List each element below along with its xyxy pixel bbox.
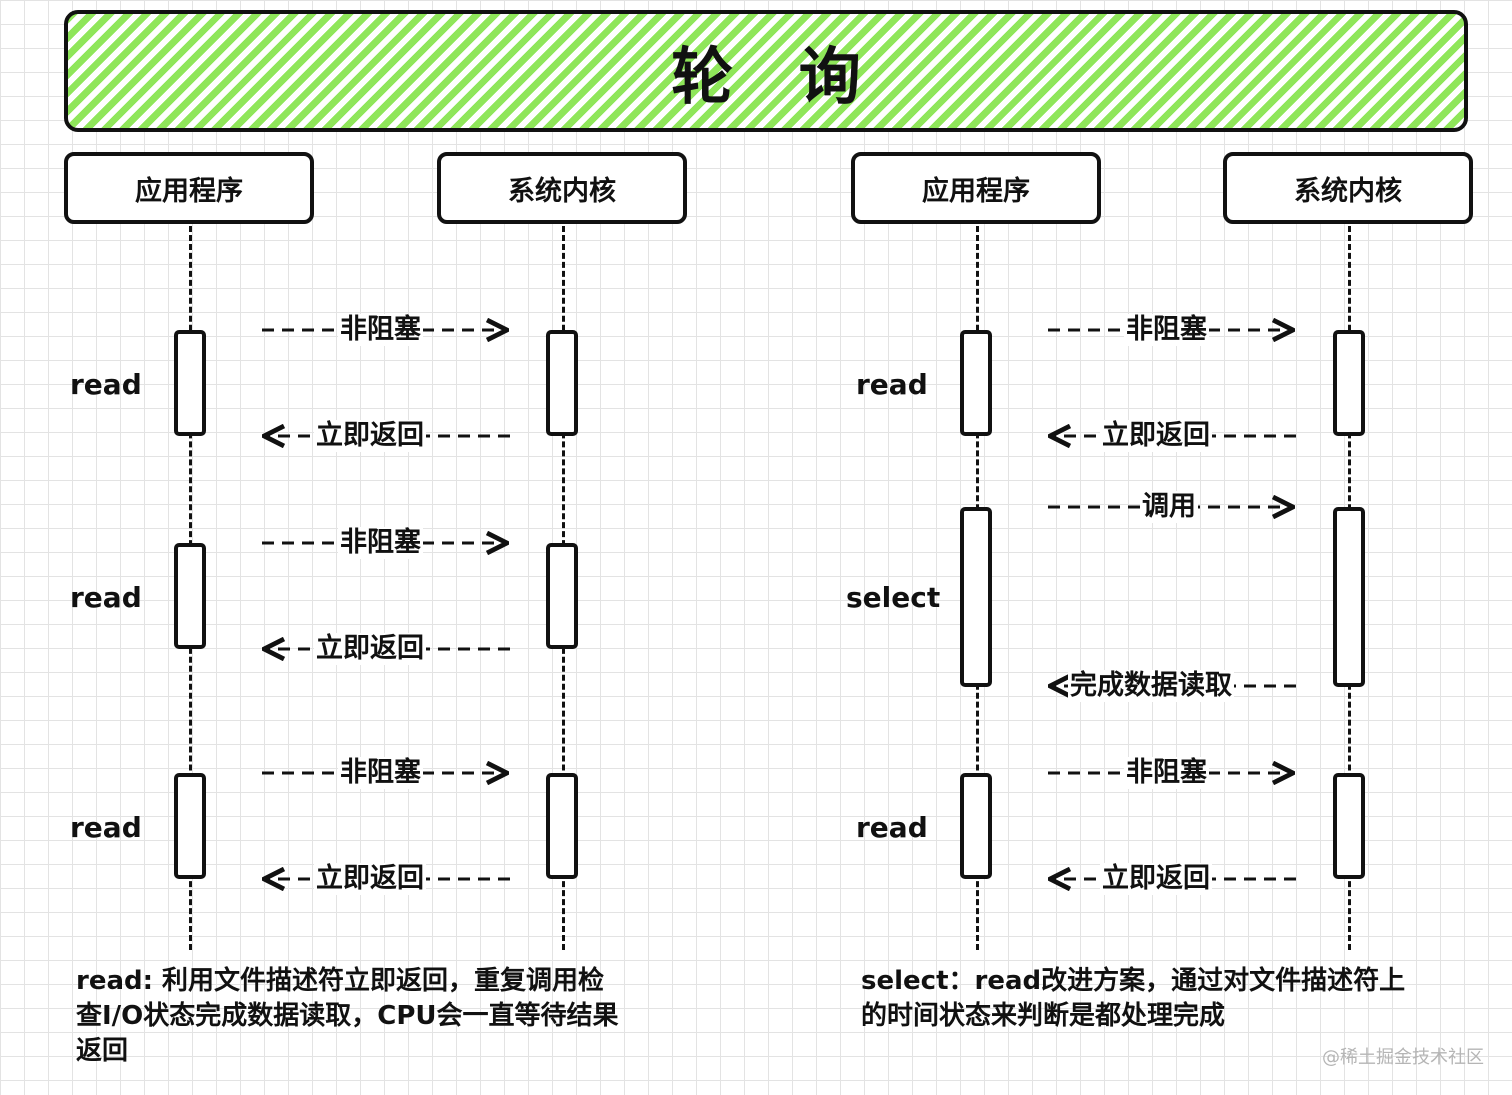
right-kernel-activation	[1333, 773, 1365, 879]
watermark: @稀土掘金技术社区	[1322, 1047, 1484, 1068]
left-response-label: 立即返回	[314, 863, 426, 895]
right-response-label: 完成数据读取	[1068, 670, 1234, 702]
caption-line: 的时间状态来判断是都处理完成	[861, 1001, 1226, 1031]
left-app-box: 应用程序	[64, 152, 314, 224]
left-app-activation	[174, 773, 206, 879]
left-kernel-activation	[546, 330, 578, 436]
left-call-label: read	[70, 368, 142, 401]
right-response-label: 立即返回	[1100, 863, 1212, 895]
left-app-activation	[174, 543, 206, 649]
right-kernel-label: 系统内核	[1294, 175, 1402, 207]
left-request-label: 非阻塞	[338, 314, 423, 346]
left-kernel-box: 系统内核	[437, 152, 687, 224]
left-response-label: 立即返回	[314, 420, 426, 452]
right-call-label: read	[856, 368, 928, 401]
left-call-label: read	[70, 811, 142, 844]
left-response-label: 立即返回	[314, 633, 426, 665]
right-app-activation	[960, 773, 992, 879]
left-app-label: 应用程序	[135, 175, 243, 207]
right-response-label: 立即返回	[1100, 420, 1212, 452]
right-app-label: 应用程序	[922, 175, 1030, 207]
right-call-label: read	[856, 811, 928, 844]
right-kernel-select-activation	[1333, 507, 1365, 687]
right-kernel-activation	[1333, 330, 1365, 436]
right-kernel-box: 系统内核	[1223, 152, 1473, 224]
caption-line: 查I/O状态完成数据读取，CPU会一直等待结果	[76, 1001, 619, 1031]
caption-line: 返回	[76, 1036, 129, 1066]
right-request-label: 非阻塞	[1124, 314, 1209, 346]
right-call-label: select	[846, 581, 941, 614]
right-app-box: 应用程序	[851, 152, 1101, 224]
right-request-label: 调用	[1140, 491, 1198, 523]
right-app-activation	[960, 330, 992, 436]
left-kernel-label: 系统内核	[508, 175, 616, 207]
left-request-label: 非阻塞	[338, 757, 423, 789]
right-app-select-activation	[960, 507, 992, 687]
left-kernel-activation	[546, 543, 578, 649]
left-caption: read: 利用文件描述符立即返回，重复调用检 查I/O状态完成数据读取，CPU…	[76, 964, 756, 1069]
left-app-activation	[174, 330, 206, 436]
caption-line: read: 利用文件描述符立即返回，重复调用检	[76, 966, 605, 996]
left-call-label: read	[70, 581, 142, 614]
right-caption: select：read改进方案，通过对文件描述符上 的时间状态来判断是都处理完成	[861, 964, 1491, 1034]
left-kernel-activation	[546, 773, 578, 879]
left-request-label: 非阻塞	[338, 527, 423, 559]
right-request-label: 非阻塞	[1124, 757, 1209, 789]
diagram-title: 轮 询	[671, 40, 883, 113]
title-banner: 轮 询	[64, 10, 1468, 132]
caption-line: select：read改进方案，通过对文件描述符上	[861, 966, 1406, 996]
